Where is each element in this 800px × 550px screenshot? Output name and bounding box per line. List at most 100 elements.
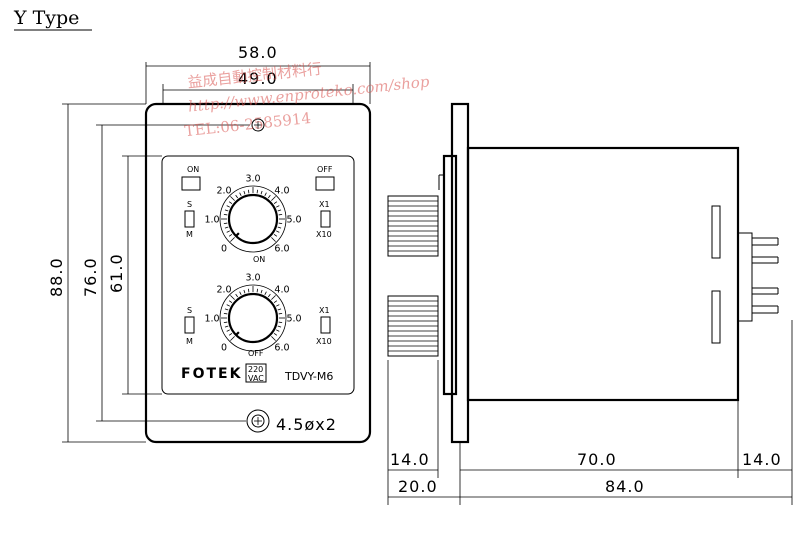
side-front-plate [442, 154, 458, 396]
voltage-bottom: VAC [248, 374, 264, 383]
model-number: TDVY-M6 [284, 370, 333, 383]
dial-tick [278, 321, 283, 324]
dial-tick [223, 222, 228, 225]
dial-tick [230, 336, 235, 341]
dial-tick [278, 222, 283, 225]
dial-scale-label: 5.0 [286, 215, 301, 226]
dial-tick [271, 237, 276, 242]
dial-scale-label: 2.0 [216, 285, 231, 296]
dial-knob[interactable] [227, 193, 279, 245]
dial-tick [271, 196, 276, 201]
dial-scale-label: 6.0 [274, 342, 289, 353]
dial-tick [256, 189, 259, 194]
dial-top-mark: ON [253, 255, 265, 264]
hole-callout: 4.5øx2 [276, 415, 337, 434]
dim-76: 76.0 [81, 257, 100, 297]
dial-tick [224, 325, 229, 328]
range-switch-bottom [320, 316, 331, 334]
on-indicator [181, 176, 201, 191]
dial-tick [226, 205, 231, 208]
dial-tick [273, 332, 278, 336]
dial-tick [278, 312, 283, 315]
dim-61: 61.0 [107, 253, 126, 293]
dial-tick [223, 321, 228, 324]
dial-tick [223, 213, 228, 216]
top-mounting-hole [251, 118, 265, 132]
dial-tick [275, 230, 280, 233]
dial-tick [260, 190, 263, 195]
dial-knob[interactable] [227, 292, 279, 344]
dial-scale-label: 4.0 [274, 186, 289, 197]
dial-tick [267, 293, 271, 298]
dial-tick [267, 194, 271, 199]
dial-scale-ring [219, 284, 287, 352]
dial-tick [228, 332, 233, 336]
dim-20: 20.0 [398, 477, 438, 496]
dial-tick [235, 194, 239, 199]
side-body [466, 146, 740, 402]
dial-tick [278, 213, 283, 216]
dial-tick [226, 304, 231, 307]
dial-tick [277, 308, 282, 311]
dial-tick [223, 312, 228, 315]
dial-tick [273, 300, 278, 304]
dial-tick [271, 295, 276, 300]
dial-tick [275, 329, 280, 332]
dial-tick [230, 295, 235, 300]
dim-58: 58.0 [238, 43, 278, 62]
dial-tick [224, 209, 229, 212]
dial-tick [264, 291, 267, 296]
bottom-mounting-hole [246, 409, 270, 433]
dial-scale-label: 4.0 [274, 285, 289, 296]
dial-tick [273, 233, 278, 237]
x1-label-bottom: X1 [319, 306, 330, 315]
dial-tick [256, 288, 259, 293]
dial-tick [243, 289, 246, 294]
sm-switch-top [184, 210, 195, 228]
off-time-dial: 01.02.03.04.05.06.0 [204, 273, 301, 354]
dial-tick [247, 288, 250, 293]
dial-tick [239, 192, 242, 197]
dial-pointer [235, 232, 240, 237]
dial-tick [230, 237, 235, 242]
dial-scale-label: 3.0 [245, 174, 260, 185]
front-panel [161, 155, 355, 395]
dial-tick [228, 233, 233, 237]
dial-tick [260, 289, 263, 294]
dial-scale-label: 2.0 [216, 186, 231, 197]
dial-tick [247, 189, 250, 194]
dial-scale-label: 1.0 [204, 314, 219, 325]
dial-tick [277, 325, 282, 328]
dial-tick [224, 308, 229, 311]
dial-tick [277, 226, 282, 229]
sm-switch-bottom [184, 316, 195, 334]
dim-70: 70.0 [577, 450, 617, 469]
drawing-title: Y Type [13, 7, 79, 29]
side-slot-top [711, 205, 721, 259]
off-indicator [315, 176, 335, 191]
dial-tick [277, 209, 282, 212]
x10-label-top: X10 [316, 230, 332, 239]
dial-tick [275, 205, 280, 208]
dial-tick [228, 300, 233, 304]
dim-88: 88.0 [47, 257, 66, 297]
dial-tick [228, 201, 233, 205]
dim-84: 84.0 [605, 477, 645, 496]
dial-tick [230, 196, 235, 201]
dial-pointer [235, 331, 240, 336]
dim-14a: 14.0 [390, 450, 430, 469]
dial-tick [226, 230, 231, 233]
front-frame [144, 102, 372, 444]
dial-tick [239, 291, 242, 296]
dial-tick [243, 190, 246, 195]
m-label-top: M [186, 230, 193, 239]
dial-tick [264, 192, 267, 197]
m-label-bottom: M [186, 337, 193, 346]
dial-tick [226, 329, 231, 332]
dial-tick [224, 226, 229, 229]
side-view: 14.0 70.0 14.0 20.0 84.0 [387, 102, 793, 505]
on-indicator-label: ON [187, 165, 199, 174]
dim-49: 49.0 [238, 69, 278, 88]
watermark: 益成自動控制材料行 http://www.enproteko.com/shop … [184, 60, 431, 141]
